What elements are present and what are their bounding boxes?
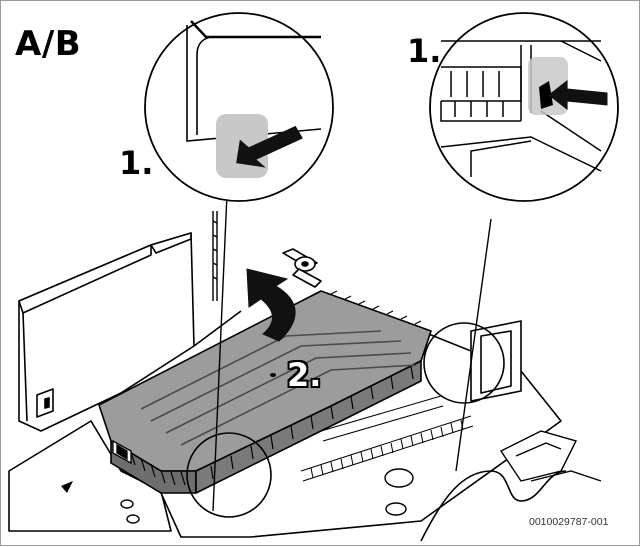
fixing-screw — [282, 248, 322, 288]
step-label-detail-right: 1. — [407, 32, 442, 70]
step-label-detail-left: 1. — [119, 144, 154, 182]
cover-ribs — [140, 330, 417, 446]
panel-label: A/B — [15, 24, 82, 64]
mounting-holes — [120, 468, 414, 524]
housing-left-panel — [18, 232, 242, 432]
terminal-teeth — [310, 419, 464, 479]
cable — [420, 470, 567, 542]
rotate-arrow-icon — [246, 268, 296, 342]
detail-circle-left — [144, 12, 334, 202]
callout-ring-left — [186, 432, 272, 518]
latch-hook — [539, 81, 553, 109]
base-connectors — [499, 430, 602, 482]
leader-line-left — [212, 193, 228, 512]
base-marker — [61, 481, 73, 493]
push-arrow-icon-right — [548, 79, 608, 111]
cover-connector — [112, 439, 132, 465]
step-label-rotate: 2. — [287, 356, 322, 394]
cover-top-vents — [330, 290, 422, 325]
cover-vents — [120, 365, 414, 486]
callout-ring-right — [423, 322, 505, 404]
document-code: 0010029787-001 — [529, 516, 609, 528]
cover-hole — [270, 373, 276, 377]
detail-circle-right — [429, 12, 619, 202]
base-chassis — [8, 320, 562, 538]
terminal-strip — [300, 395, 474, 482]
push-arrow-icon — [236, 125, 303, 168]
wall-rail — [212, 211, 218, 301]
leader-line-right — [455, 218, 492, 472]
